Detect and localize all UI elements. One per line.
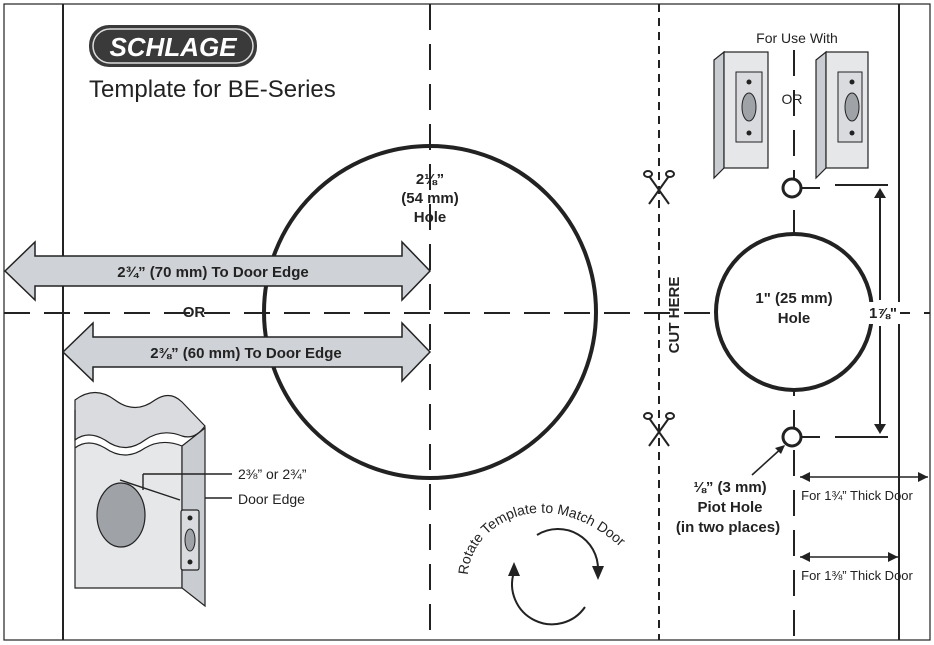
- rotate-label: Rotate Template to Match Door: [455, 500, 629, 576]
- scissors-icon: [643, 412, 675, 447]
- for-use-bg: [745, 28, 855, 48]
- small-hole-size: 1" (25 mm): [755, 290, 832, 307]
- backset-long-label: 2¾” (70 mm) To Door Edge: [117, 264, 308, 281]
- template-title: Template for BE-Series: [89, 76, 336, 103]
- pilot-label: Piot Hole: [697, 499, 762, 516]
- logo-text: SCHLAGE: [109, 32, 237, 62]
- small-hole-label: Hole: [778, 310, 811, 327]
- rotate-arrows-icon: [508, 528, 604, 626]
- cut-here-label: CUT HERE: [666, 277, 683, 354]
- schlage-logo: SCHLAGE: [89, 25, 257, 67]
- pilot-hole-bottom: [781, 426, 803, 448]
- backset-long-arrow: 2¾” (70 mm) To Door Edge: [3, 240, 432, 302]
- thin-door-dimension: For 1⅜” Thick Door: [800, 552, 914, 583]
- rotate-label-path: Rotate Template to Match Door: [455, 500, 629, 576]
- spacing-dimension: 1⅞": [835, 184, 900, 438]
- scissors-icon: [643, 170, 675, 205]
- big-hole-mm: (54 mm): [401, 190, 459, 207]
- backset-or: OR: [183, 304, 206, 321]
- backset-short-arrow: 2⅜” (60 mm) To Door Edge: [61, 321, 432, 383]
- thick-door-dimension: For 1¾” Thick Door: [800, 472, 928, 503]
- pilot-note: (in two places): [676, 519, 780, 536]
- door-edge-label: Door Edge: [238, 491, 305, 507]
- spacing-label: 1⅞": [869, 305, 897, 322]
- thin-door-label: For 1⅜” Thick Door: [801, 568, 913, 583]
- door-illustration: [74, 391, 232, 608]
- strike-plate-illustration: [815, 50, 869, 180]
- for-use-with-label: For Use With: [756, 30, 838, 46]
- big-hole-circle: [262, 144, 598, 480]
- door-measure-label: 2⅜” or 2¾”: [238, 466, 307, 482]
- strike-or-label: OR: [782, 91, 803, 107]
- backset-short-label: 2⅜” (60 mm) To Door Edge: [150, 345, 341, 362]
- strike-plate-illustration: [713, 50, 769, 180]
- big-hole-label: Hole: [414, 209, 447, 226]
- thick-door-label: For 1¾” Thick Door: [801, 488, 913, 503]
- pilot-size: ⅛” (3 mm): [693, 479, 766, 496]
- sheet-border: [3, 3, 931, 641]
- big-hole-size: 2⅛”: [416, 171, 444, 188]
